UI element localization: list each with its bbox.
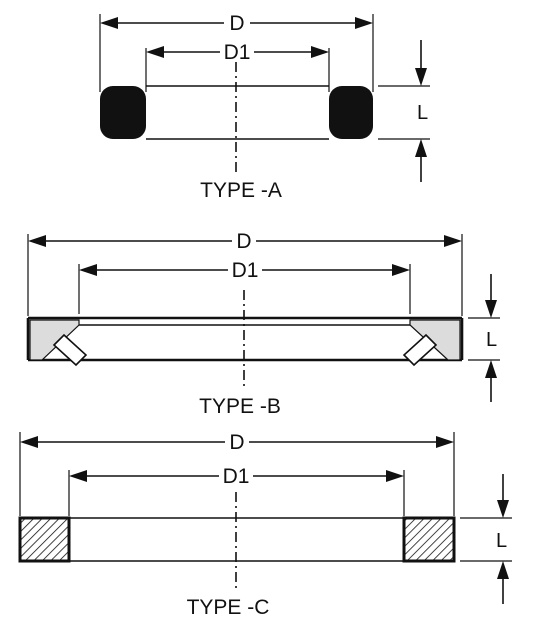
type-c-height-label: L bbox=[496, 530, 507, 552]
type-b-outer-dimension: D bbox=[28, 230, 462, 253]
type-b-height-dimension: L bbox=[468, 274, 500, 402]
type-b-drawing: D D1 bbox=[26, 230, 500, 418]
type-a-height-dimension: L bbox=[378, 40, 430, 182]
type-a-caption: TYPE -A bbox=[200, 179, 282, 202]
type-a-left-ring-section bbox=[100, 86, 146, 139]
type-c-height-dimension: L bbox=[460, 474, 512, 604]
type-c-inner-diameter-label: D1 bbox=[223, 465, 250, 488]
type-a-drawing: D D1 L TYPE -A bbox=[99, 12, 430, 202]
type-c-left-ring-section bbox=[18, 516, 71, 563]
type-c-right-ring-section bbox=[402, 516, 456, 563]
type-a-height-label: L bbox=[417, 102, 428, 124]
type-b-left-lip-section bbox=[29, 319, 88, 367]
type-b-right-lip-section bbox=[402, 319, 461, 367]
type-c-drawing: D D1 L TYPE -C bbox=[18, 431, 512, 619]
type-b-right-spring bbox=[402, 333, 438, 367]
type-b-inner-diameter-label: D1 bbox=[232, 259, 259, 282]
type-b-outer-diameter-label: D bbox=[236, 230, 251, 253]
type-c-caption: TYPE -C bbox=[187, 596, 270, 619]
type-b-inner-dimension: D1 bbox=[79, 259, 410, 282]
type-a-right-ring-section bbox=[329, 86, 373, 139]
type-b-height-label: L bbox=[486, 329, 497, 351]
type-b-caption: TYPE -B bbox=[199, 395, 281, 418]
type-c-inner-dimension: D1 bbox=[69, 465, 404, 488]
type-b-left-spring bbox=[52, 333, 88, 367]
type-b-ring-body bbox=[26, 316, 464, 362]
type-a-outer-diameter-label: D bbox=[229, 12, 244, 35]
type-a-inner-diameter-label: D1 bbox=[224, 41, 251, 64]
type-c-outer-dimension: D bbox=[20, 431, 454, 454]
type-a-inner-dimension: D1 bbox=[146, 41, 329, 64]
type-c-outer-diameter-label: D bbox=[229, 431, 244, 454]
type-a-outer-dimension: D bbox=[100, 12, 373, 35]
